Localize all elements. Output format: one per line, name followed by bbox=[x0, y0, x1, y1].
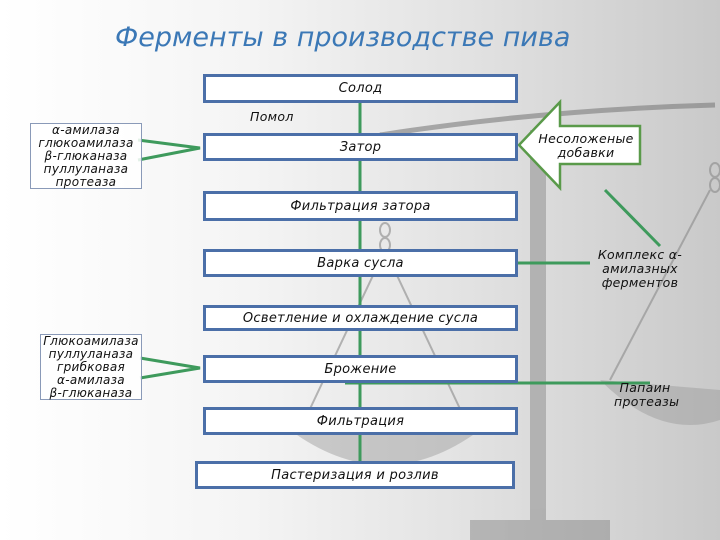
step-mash-filtration: Фильтрация затора bbox=[203, 191, 518, 221]
fermentation-enzymes-box bbox=[40, 334, 142, 400]
milling-label: Помол bbox=[250, 109, 294, 124]
connector-amylase-complex bbox=[603, 188, 662, 248]
fermentation-enzyme-item: Глюкоамилаза bbox=[43, 334, 139, 348]
connector-mash-enzymes bbox=[137, 138, 201, 162]
step-wort-boiling: Варка сусла bbox=[203, 249, 518, 277]
mash-enzymes-list: α-амилаза глюкоамилаза β-глюканаза пуллу… bbox=[30, 124, 142, 189]
mash-enzyme-item: глюкоамилаза bbox=[38, 136, 134, 150]
fermentation-enzyme-item: грибковая bbox=[56, 360, 126, 374]
adjuncts-arrow-shape bbox=[517, 98, 642, 192]
step-malt: Солод bbox=[203, 74, 518, 103]
fermentation-enzyme-item: β-глюканаза bbox=[49, 386, 133, 400]
amylase-complex-label: Комплекс α-амилазных ферментов bbox=[597, 247, 683, 290]
mash-enzyme-item: пуллуланаза bbox=[43, 162, 129, 176]
fermentation-enzyme-item: пуллуланаза bbox=[48, 347, 134, 361]
step-clarification-cooling: Осветление и охлаждение сусла bbox=[203, 305, 518, 331]
papain-proteases-label: Папаин протеазы bbox=[614, 380, 680, 409]
step-pasteurization-bottling: Пастеризация и розлив bbox=[195, 461, 515, 489]
mash-enzyme-item: α-амилаза bbox=[52, 123, 120, 137]
step-filtration: Фильтрация bbox=[203, 407, 518, 435]
mash-enzyme-item: β-глюканаза bbox=[44, 149, 128, 163]
connector-fermentation-enzymes bbox=[139, 356, 201, 380]
mash-enzyme-item: протеаза bbox=[55, 175, 117, 189]
page-title: Ферменты в производстве пива bbox=[115, 22, 571, 53]
mash-enzymes-box bbox=[30, 123, 142, 189]
step-fermentation: Брожение bbox=[203, 355, 518, 383]
fermentation-enzymes-list: Глюкоамилаза пуллуланаза грибковая α-ами… bbox=[40, 335, 142, 400]
step-mash: Затор bbox=[203, 133, 518, 161]
fermentation-enzyme-item: α-амилаза bbox=[57, 373, 125, 387]
adjuncts-label: Несоложеные добавки bbox=[538, 131, 634, 160]
